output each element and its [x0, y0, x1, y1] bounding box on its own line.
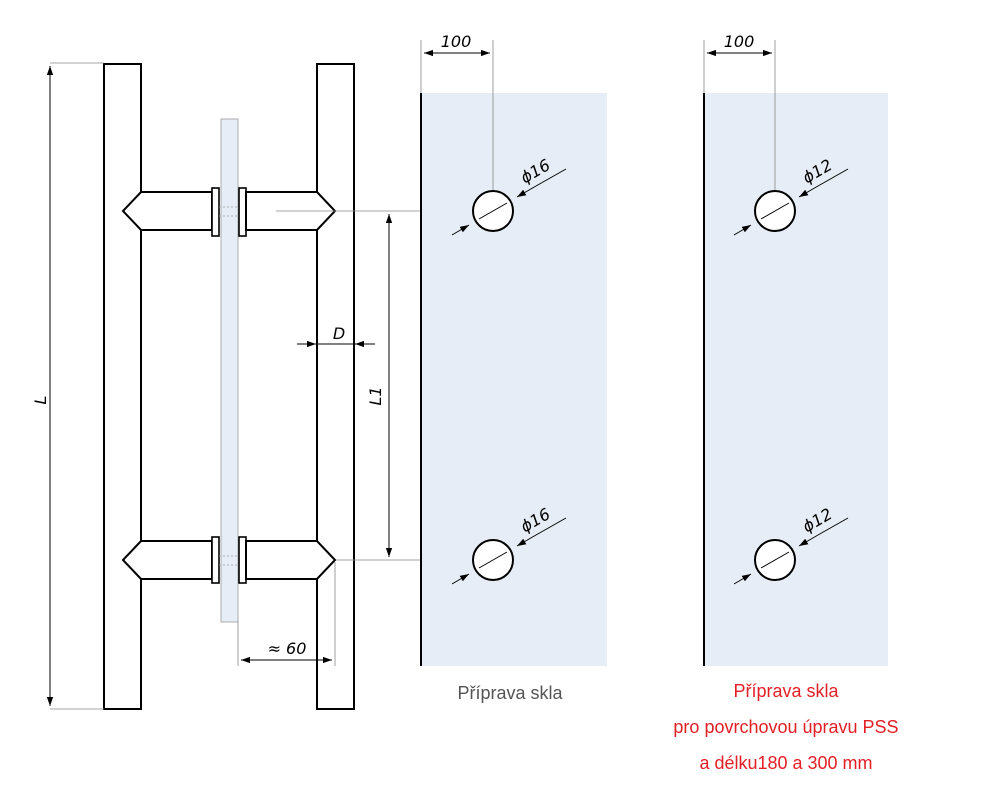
washer-top-right	[238, 187, 247, 237]
glass-sheet-section	[220, 118, 239, 623]
caption-standard: Příprava skla	[457, 683, 563, 703]
standoff-bottom-right	[245, 540, 337, 580]
standoff-bottom-left	[121, 540, 213, 580]
glass-panel-pss: 100 ϕ12 ϕ12 Příprava skla pro povrchovou…	[673, 32, 898, 773]
dimension-100-label: 100	[724, 32, 755, 51]
washer-top-left	[211, 187, 220, 237]
glass-panel-fill	[704, 93, 888, 666]
dimension-100-label: 100	[441, 32, 472, 51]
washer-bottom-right	[238, 536, 247, 584]
caption-pss-line-1: Příprava skla	[733, 681, 839, 701]
handle-bar-right	[316, 63, 355, 710]
glass-panel-fill	[421, 93, 607, 666]
standoff-top-left	[121, 191, 213, 231]
dimension-L1-label: L1	[366, 386, 385, 405]
washer-bottom-left	[211, 536, 220, 584]
dimension-L-label: L	[31, 396, 50, 405]
dimension-D-label: D	[333, 324, 345, 343]
handle-bar-left	[103, 63, 142, 710]
caption-pss-line-2: pro povrchovou úpravu PSS	[673, 717, 898, 737]
caption-pss-line-3: a délku180 a 300 mm	[699, 753, 872, 773]
dimension-offset-label: ≈ 60	[268, 639, 307, 658]
glass-panel-standard: 100 ϕ16 ϕ16 Příprava skla	[420, 32, 607, 703]
handle-side-view: L L1 D ≈ 60	[31, 62, 420, 710]
